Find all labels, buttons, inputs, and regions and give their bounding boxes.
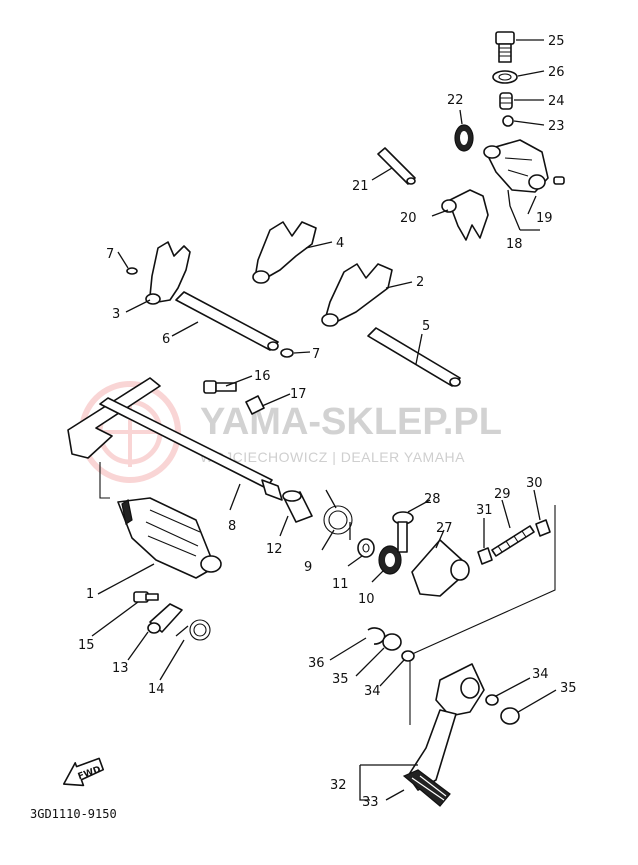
callout-27: 27 <box>436 521 453 536</box>
watermark-subtitle: WOJCIECHOWICZ | DEALER YAMAHA <box>200 449 465 465</box>
callout-32: 32 <box>330 778 347 793</box>
callout-28: 28 <box>424 492 441 507</box>
stopper-17 <box>245 395 265 415</box>
bolt-28 <box>392 511 414 553</box>
washer-26 <box>492 70 518 84</box>
circlip-7-upper <box>126 267 138 275</box>
shift-shaft-8 <box>67 377 283 501</box>
shaft-21 <box>377 147 416 185</box>
callout-2: 2 <box>416 275 424 290</box>
diagram-code: 3GD1110-9150 <box>30 807 117 821</box>
callout-1: 1 <box>86 587 94 602</box>
assembly-outline <box>409 505 556 725</box>
shift-pedal-32 <box>407 663 485 791</box>
stopper-lever-18 <box>483 139 549 193</box>
guide-bar-6 <box>175 291 279 351</box>
shift-cam-1 <box>117 497 222 579</box>
callout-17: 17 <box>290 387 307 402</box>
callout-23: 23 <box>548 119 565 134</box>
washer-35-left <box>382 633 402 651</box>
o-ring-34-left <box>401 650 415 662</box>
pin-19 <box>553 176 565 185</box>
spring-9 <box>323 489 353 540</box>
rod-29 <box>491 525 535 557</box>
callout-33: 33 <box>362 795 379 810</box>
shift-fork-4 <box>252 221 317 284</box>
callout-7-lower: 7 <box>312 347 320 362</box>
leader-lines <box>91 39 557 801</box>
oil-seal-22 <box>454 124 474 152</box>
forward-arrow-icon: FWD <box>62 757 105 787</box>
callout-13: 13 <box>112 661 129 676</box>
callout-4: 4 <box>336 236 344 251</box>
callout-numbers: 25 26 24 23 22 21 20 19 18 4 2 5 7 3 6 7… <box>78 34 577 810</box>
callout-12: 12 <box>266 542 283 557</box>
callout-21: 21 <box>352 179 369 194</box>
nut-30 <box>535 519 551 537</box>
callout-24: 24 <box>548 94 565 109</box>
callout-14-lower: 14 <box>148 682 165 697</box>
shift-fork-20 <box>441 189 489 241</box>
pedal-rubber-33 <box>402 769 451 807</box>
callout-25: 25 <box>548 34 565 49</box>
callout-20: 20 <box>400 211 417 226</box>
callout-34-right: 34 <box>532 667 549 682</box>
spring-14-lower <box>175 619 211 641</box>
o-ring-34-right <box>485 694 499 706</box>
oil-seal-10 <box>378 545 402 575</box>
callout-3: 3 <box>112 307 120 322</box>
callout-35-right: 35 <box>560 681 577 696</box>
callout-22: 22 <box>447 93 464 108</box>
callout-9: 9 <box>304 560 312 575</box>
lever-27 <box>411 539 470 597</box>
washer-11 <box>357 538 375 558</box>
callout-6: 6 <box>162 332 170 347</box>
guide-bar-5 <box>367 327 461 387</box>
screw-15 <box>133 591 159 603</box>
watermark-title: YAMA-SKLEP.PL <box>200 401 502 443</box>
callout-11: 11 <box>332 577 349 592</box>
shift-fork-3 <box>145 241 191 305</box>
callout-26: 26 <box>548 65 565 80</box>
callout-29: 29 <box>494 487 511 502</box>
callout-16: 16 <box>254 369 271 384</box>
callout-30: 30 <box>526 476 543 491</box>
callout-15: 15 <box>78 638 95 653</box>
callout-31: 31 <box>476 503 493 518</box>
collar-12 <box>282 490 313 523</box>
callout-19: 19 <box>536 211 553 226</box>
bolt-25 <box>495 31 515 63</box>
callout-18: 18 <box>506 237 523 252</box>
spring-24 <box>499 92 513 110</box>
callout-7-upper: 7 <box>106 247 114 262</box>
washer-35-right <box>500 707 520 725</box>
ball-23 <box>502 115 514 127</box>
bolt-16 <box>203 380 237 394</box>
circlip-7-lower <box>280 348 294 358</box>
callout-5: 5 <box>422 319 430 334</box>
shift-fork-2 <box>321 263 393 327</box>
circlip-36 <box>367 627 386 645</box>
callout-8: 8 <box>228 519 236 534</box>
callout-36: 36 <box>308 656 325 671</box>
segment-13 <box>147 603 183 634</box>
callout-10: 10 <box>358 592 375 607</box>
callout-34-left: 34 <box>364 684 381 699</box>
nut-31 <box>477 547 493 565</box>
callout-35-left: 35 <box>332 672 349 687</box>
